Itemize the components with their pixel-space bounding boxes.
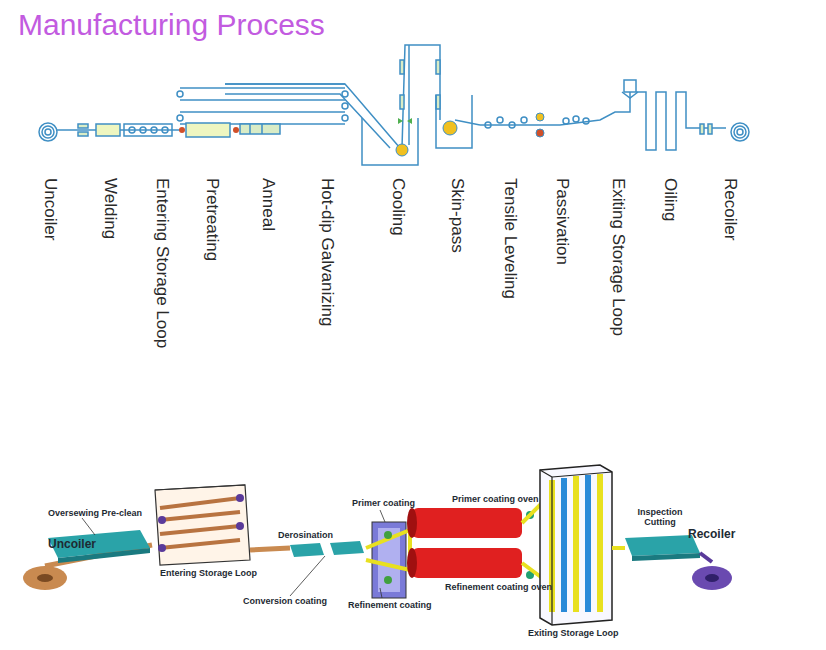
part-label: Oversewing Pre-clean: [48, 508, 142, 518]
step-label: Pretreating: [202, 178, 222, 261]
step-label: Passivation: [552, 178, 572, 265]
step-label: Entering Storage Loop: [152, 178, 172, 348]
step-label: Hot-dip Galvanizing: [317, 178, 337, 326]
part-label: Entering Storage Loop: [160, 568, 257, 578]
step-label: Exiting Storage Loop: [608, 178, 628, 336]
part-label: Uncoiler: [48, 538, 96, 552]
step-label: Anneal: [258, 178, 278, 231]
step-label: Welding: [100, 178, 120, 239]
part-label: Primer coating oven: [452, 494, 539, 504]
part-label: Derosination: [278, 530, 333, 540]
step-label: Oiling: [660, 178, 680, 221]
part-label: Conversion coating: [243, 596, 327, 606]
step-label: Recoiler: [720, 178, 740, 240]
part-label: Refinement coating: [348, 600, 432, 610]
page-title: Manufacturing Process: [18, 8, 325, 43]
step-label: Cooling: [388, 178, 408, 236]
part-label: Primer coating: [352, 498, 415, 508]
step-label: Skin-pass: [447, 178, 467, 253]
part-label: Exiting Storage Loop: [528, 628, 619, 638]
step-label: Uncoiler: [40, 178, 60, 240]
part-label: Recoiler: [688, 528, 735, 542]
part-label: Inspection Cutting: [630, 507, 690, 528]
step-label: Tensile Leveling: [500, 178, 520, 299]
part-label: Refinement coating oven: [445, 582, 552, 592]
